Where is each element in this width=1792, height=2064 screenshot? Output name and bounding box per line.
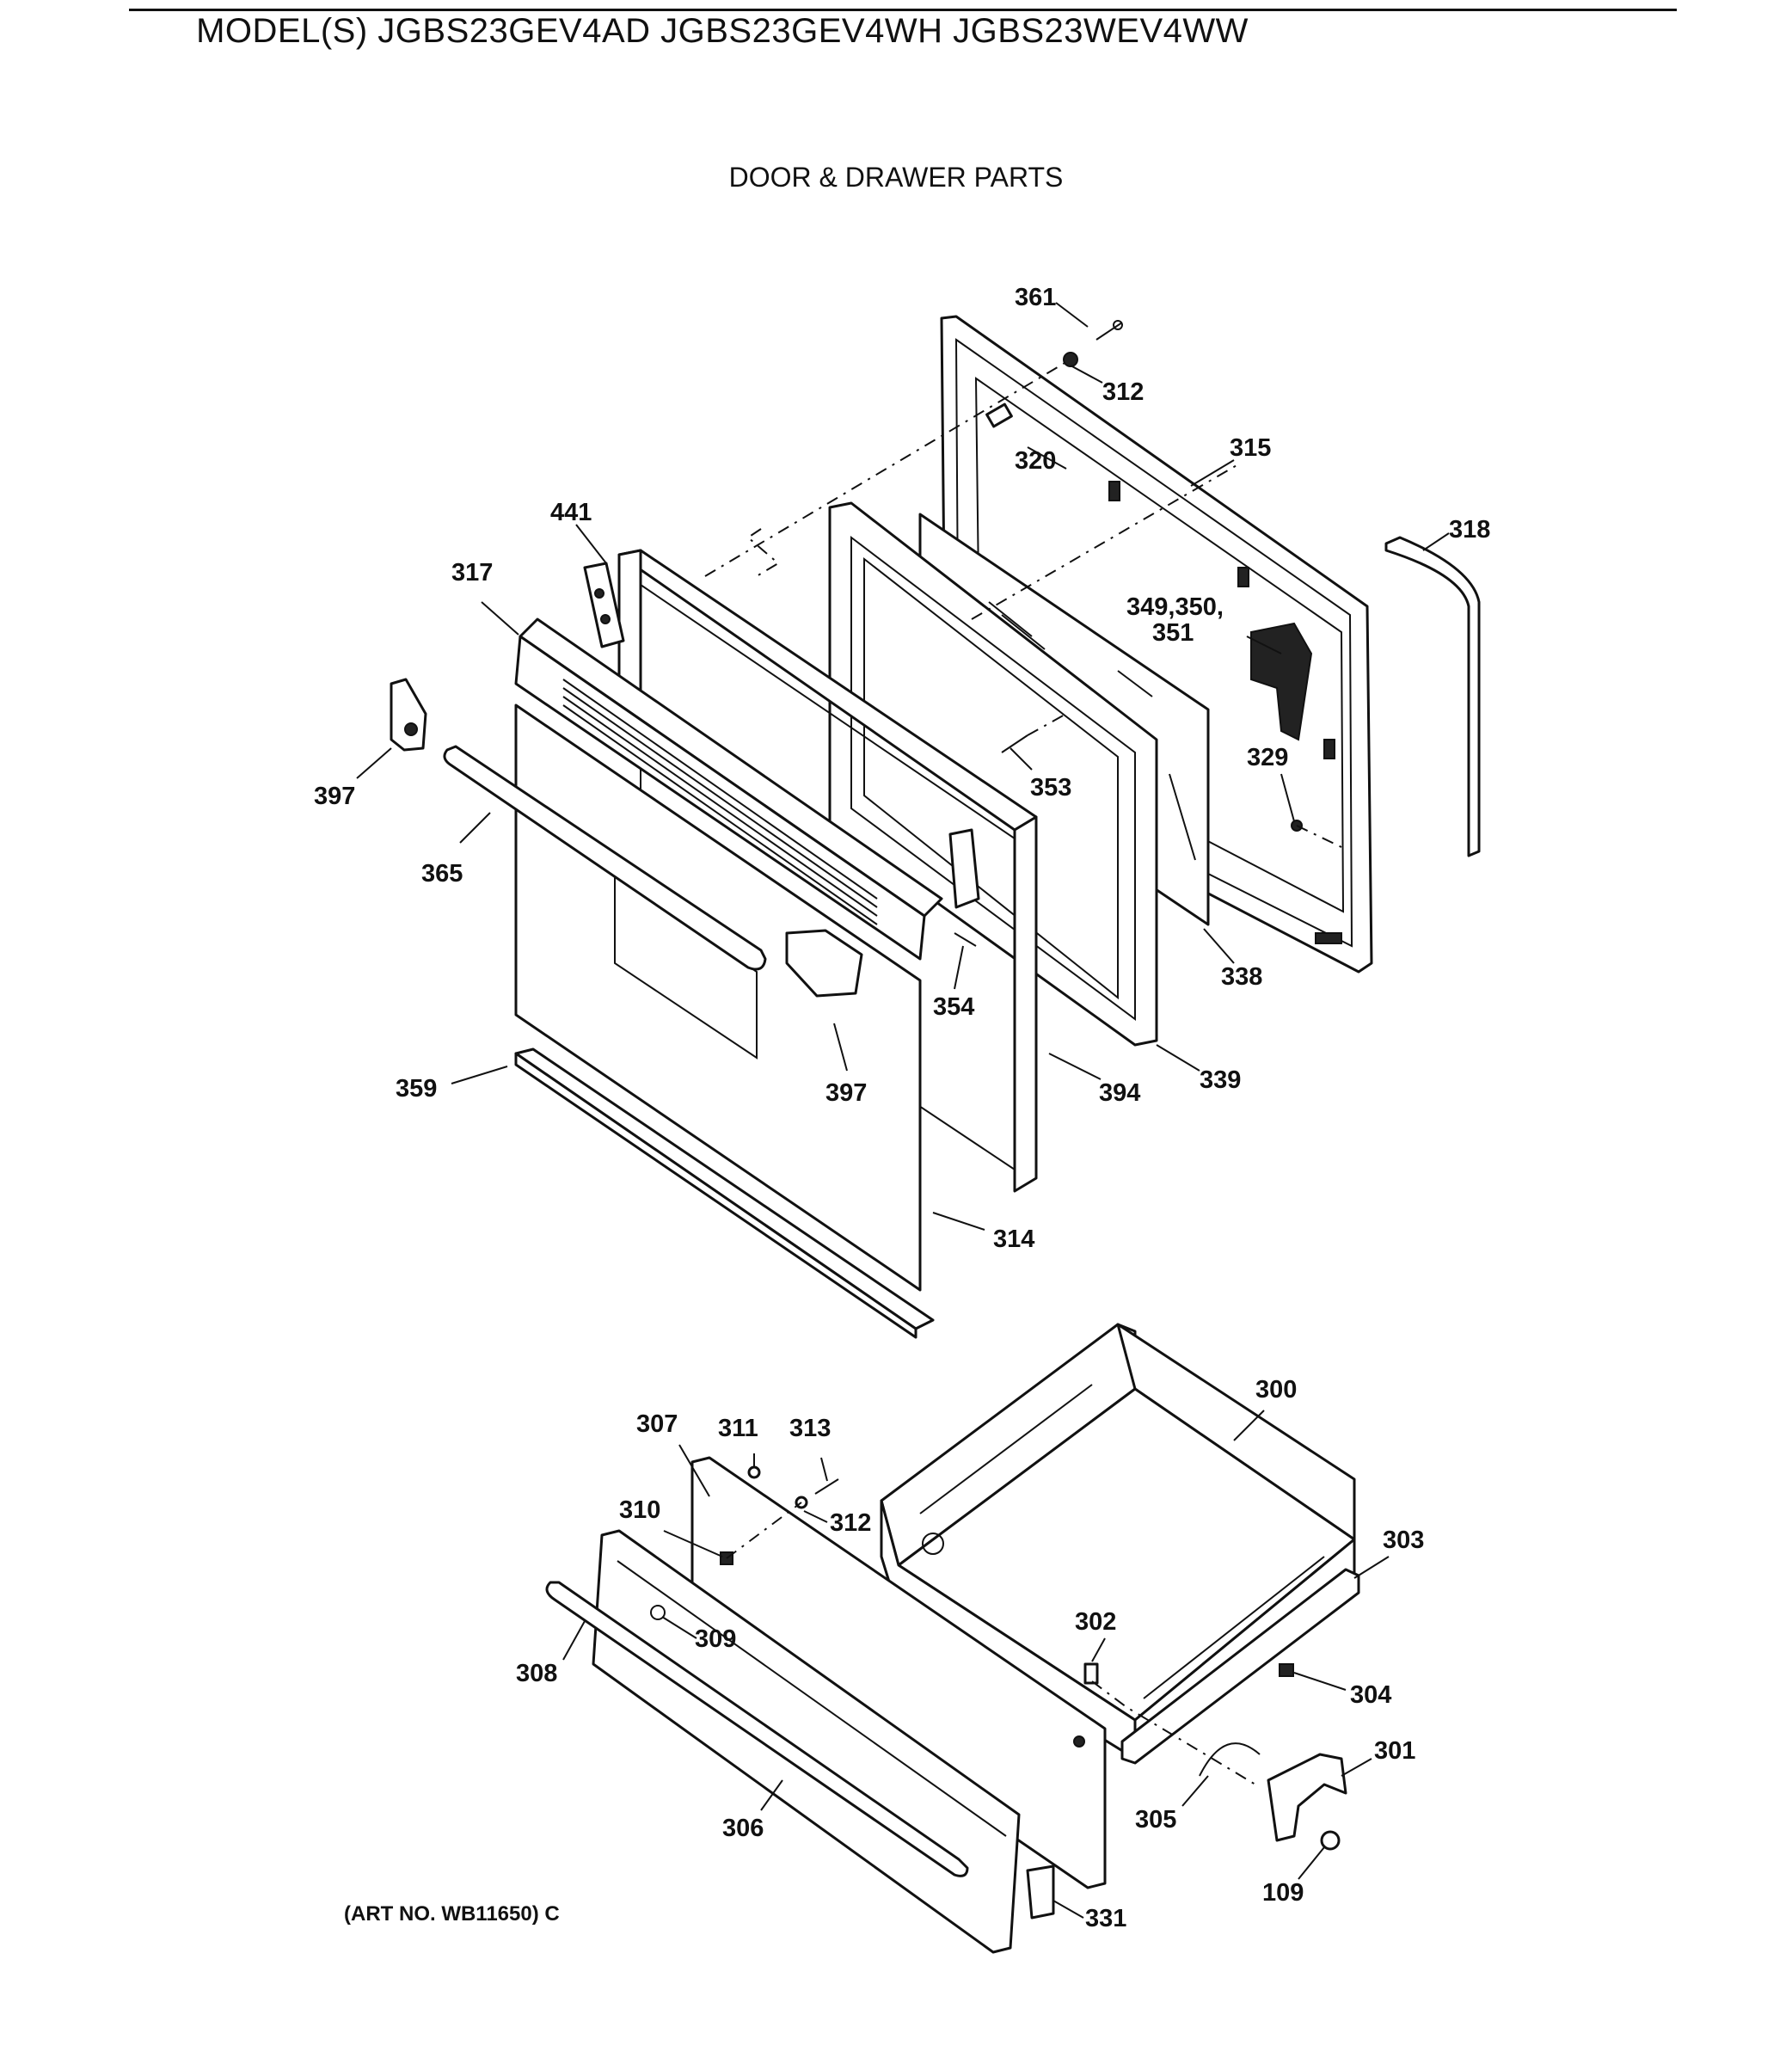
callout-339: 339 xyxy=(1200,1066,1241,1094)
callout-311: 311 xyxy=(718,1415,758,1442)
callout-307: 307 xyxy=(636,1410,678,1438)
callout-109: 109 xyxy=(1262,1879,1304,1907)
part-308-drawer-handle xyxy=(545,1581,969,1877)
callout-320: 320 xyxy=(1015,447,1056,475)
callout-331: 331 xyxy=(1085,1905,1126,1932)
part-365-door-handle xyxy=(443,745,767,971)
assembly-lines-drawer xyxy=(726,1502,1256,1785)
callout-441: 441 xyxy=(550,499,592,526)
part-door-hinge xyxy=(948,828,980,909)
callout-353: 353 xyxy=(1030,774,1071,802)
model-numbers: MODEL(S) JGBS23GEV4AD JGBS23GEV4WH JGBS2… xyxy=(196,12,1249,50)
callout-397: 397 xyxy=(825,1079,867,1107)
callout-354: 354 xyxy=(933,993,974,1021)
callout-labels: 361 312 320 315 318 441 317 349,350, 351… xyxy=(314,284,1490,1932)
callout-302: 302 xyxy=(1075,1608,1116,1636)
part-313-screw xyxy=(814,1478,839,1495)
callout-313: 313 xyxy=(789,1415,831,1442)
callout-315: 315 xyxy=(1230,434,1271,462)
callout-365: 365 xyxy=(421,860,463,888)
part-359-door-bottom-trim xyxy=(514,1047,935,1339)
callout-361: 361 xyxy=(1015,284,1056,311)
part-397-handle-end-cap-left xyxy=(390,678,427,752)
part-304-roller xyxy=(1279,1663,1294,1677)
callout-349-350: 349,350, xyxy=(1126,593,1224,621)
part-311-nut xyxy=(747,1465,761,1479)
part-303-drawer-rail xyxy=(1120,1568,1360,1765)
part-301-drawer-bracket xyxy=(1267,1753,1347,1842)
callout-306: 306 xyxy=(722,1815,764,1842)
assembly-lines-door xyxy=(704,359,1342,848)
part-312-washer-top xyxy=(1063,352,1078,367)
part-397-handle-end-cap-right xyxy=(785,929,863,998)
callout-304: 304 xyxy=(1350,1681,1391,1709)
callout-359: 359 xyxy=(396,1075,437,1103)
part-331-drawer-glide xyxy=(1026,1864,1055,1920)
part-302-stud xyxy=(1083,1662,1099,1685)
section-title: DOOR & DRAWER PARTS xyxy=(728,162,1064,193)
part-441-hinge-bracket xyxy=(583,562,625,648)
part-318-door-side-trim xyxy=(1384,536,1481,857)
callout-308: 308 xyxy=(516,1660,557,1687)
callout-312: 312 xyxy=(830,1509,871,1537)
callout-314: 314 xyxy=(993,1226,1034,1253)
callout-318: 318 xyxy=(1449,516,1490,544)
part-309-screw xyxy=(650,1605,666,1620)
callout-305: 305 xyxy=(1135,1806,1176,1834)
callout-317: 317 xyxy=(451,559,493,587)
part-317-vent-trim xyxy=(514,617,943,961)
part-109-nut xyxy=(1320,1830,1341,1851)
header-rule xyxy=(129,9,1677,11)
part-394-outer-door-frame xyxy=(617,549,1038,1193)
callout-397: 397 xyxy=(314,783,355,810)
callout-394: 394 xyxy=(1099,1079,1140,1107)
callout-303: 303 xyxy=(1383,1526,1424,1554)
callout-351: 351 xyxy=(1152,619,1194,647)
callout-300: 300 xyxy=(1255,1376,1297,1404)
part-349-insulation xyxy=(1250,622,1313,741)
part-353-screw xyxy=(1001,734,1028,753)
callout-301: 301 xyxy=(1374,1737,1415,1765)
part-354-screw xyxy=(954,932,977,947)
part-305-wire-clip xyxy=(1199,1742,1261,1777)
callout-leaders xyxy=(356,302,1450,1919)
part-320-hinge-pin xyxy=(985,402,1013,428)
callout-312: 312 xyxy=(1102,378,1144,406)
callout-309: 309 xyxy=(695,1625,736,1653)
callout-310: 310 xyxy=(619,1496,660,1524)
callout-329: 329 xyxy=(1247,744,1288,771)
callout-338: 338 xyxy=(1221,963,1262,991)
art-number: (ART NO. WB11650) C xyxy=(344,1902,560,1926)
part-361-screw xyxy=(1095,320,1123,341)
